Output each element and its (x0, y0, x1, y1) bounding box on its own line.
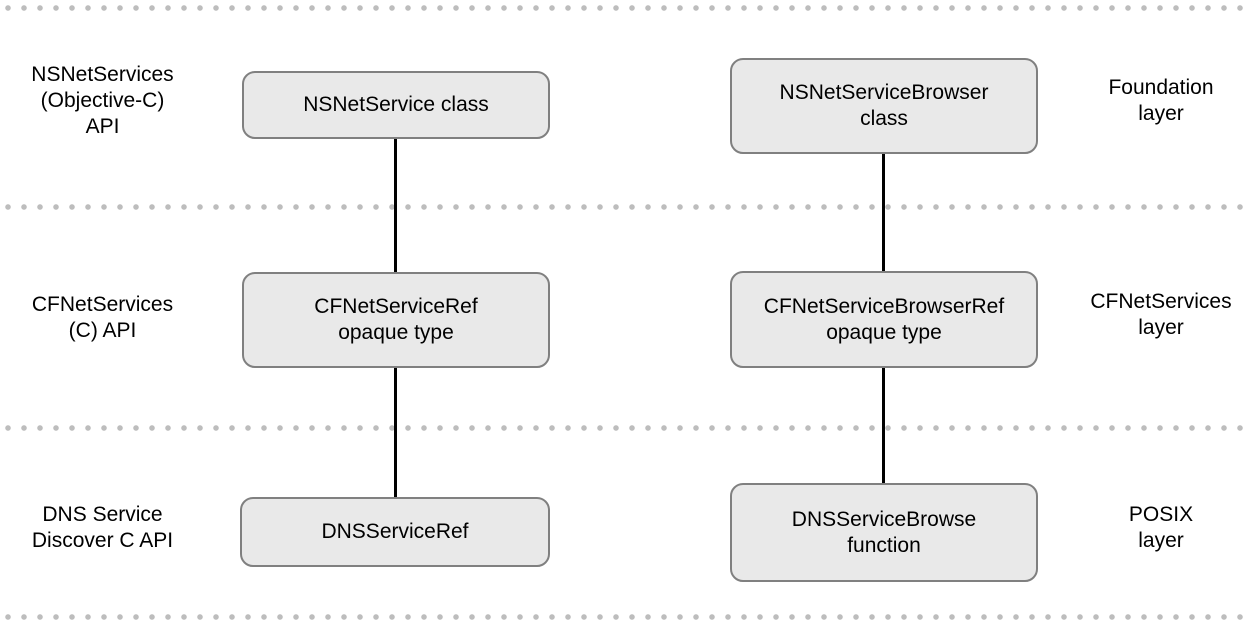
label-cfnetservices-layer: CFNetServices layer (1090, 290, 1232, 339)
layer-separator-top (0, 5, 1249, 11)
layer-separator-foundation-cfnet (0, 204, 1249, 210)
label-foundation-layer: Foundation layer (1108, 76, 1214, 125)
label-cfnetservices-api: CFNetServices (C) API (31, 293, 174, 342)
label-posix-layer: POSIX layer (1128, 503, 1194, 552)
connector-cfnetservicebrowserref-to-dnsservicebrowse (882, 367, 885, 484)
box-cfnetservicebrowserref: CFNetServiceBrowserRef opaque type (730, 271, 1038, 368)
box-dnsservicebrowse-function: DNSServiceBrowse function (730, 483, 1038, 582)
box-dnsserviceref: DNSServiceRef (240, 497, 550, 567)
label-nsnetservices-api: NSNetServices (Objective-C) API (31, 63, 174, 138)
connector-nsnetservice-to-cfnetserviceref (394, 138, 397, 273)
box-cfnetserviceref: CFNetServiceRef opaque type (242, 272, 550, 368)
label-dns-service-discover-api: DNS Service Discover C API (31, 503, 174, 552)
connector-nsnetservicebrowser-to-cfnetservicebrowserref (882, 153, 885, 272)
connector-cfnetserviceref-to-dnsserviceref (394, 367, 397, 498)
layer-separator-cfnet-posix (0, 425, 1249, 431)
box-nsnetservice-class: NSNetService class (242, 71, 550, 139)
layer-separator-bottom (0, 614, 1249, 620)
box-nsnetservicebrowser-class: NSNetServiceBrowser class (730, 58, 1038, 154)
